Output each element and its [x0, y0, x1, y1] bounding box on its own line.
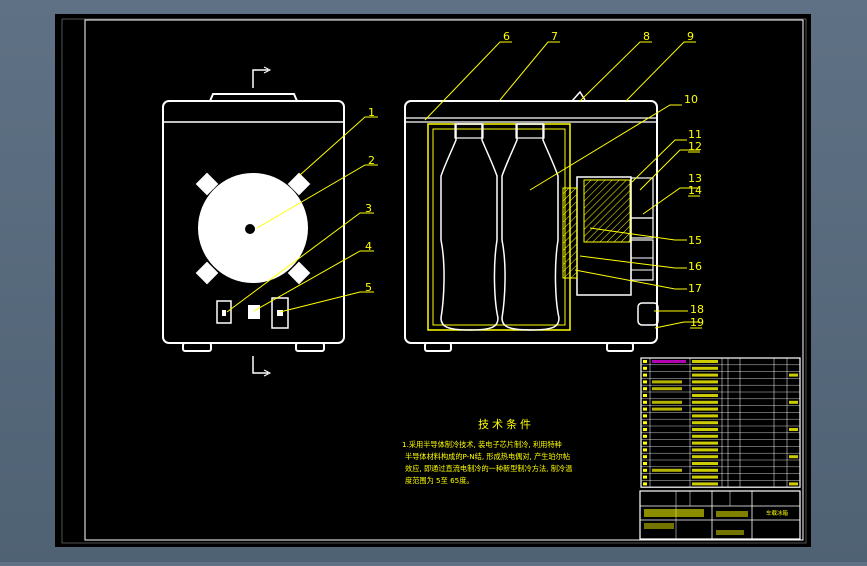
callout-3: 3: [365, 202, 372, 215]
callouts: 1 2 3 4 5 6 7 8 9 10 11 12 13 14 15 16 1…: [365, 30, 704, 329]
tech-note-line-3: 效应, 即通过直流电制冷的一种新型制冷方法, 制冷温: [405, 464, 572, 473]
callout-1: 1: [368, 106, 375, 119]
section-housing: [404, 100, 658, 344]
power-socket: [271, 297, 289, 329]
title-block: 车载冰箱: [639, 490, 801, 540]
callout-9: 9: [687, 30, 694, 43]
tech-note-line-1: 1.采用半导体制冷技术, 装电子芯片制冷, 利用特种: [402, 440, 562, 449]
callout-11: 11: [688, 128, 702, 141]
fan-hub: [245, 224, 255, 234]
callout-6: 6: [503, 30, 510, 43]
front-housing: [162, 100, 345, 344]
callout-18: 18: [690, 303, 704, 316]
callout-17: 17: [688, 282, 702, 295]
callout-13: 13: [688, 172, 702, 185]
callout-8: 8: [643, 30, 650, 43]
power-switch: [216, 300, 232, 324]
callout-10: 10: [684, 93, 698, 106]
indicator-light: [248, 305, 260, 319]
dc-plug: [637, 302, 659, 326]
leader-lines: [226, 41, 700, 329]
technical-notes: 技术条件 1.采用半导体制冷技术, 装电子芯片制冷, 利用特种 半导体材料构成的…: [402, 417, 572, 485]
callout-2: 2: [368, 154, 375, 167]
parts-list: [640, 357, 801, 488]
callout-7: 7: [551, 30, 558, 43]
outer-frame: [61, 18, 807, 544]
drawing-frame: [84, 19, 804, 541]
bottle-left: [440, 123, 499, 331]
front-foot-right: [295, 342, 325, 352]
callout-5: 5: [365, 281, 372, 294]
callout-16: 16: [688, 260, 702, 273]
callout-12: 12: [688, 140, 702, 153]
callout-15: 15: [688, 234, 702, 247]
front-handle: [209, 93, 298, 102]
section-view: [404, 90, 659, 352]
drawing-name: 车载冰箱: [766, 509, 789, 517]
bottle-right: [501, 123, 560, 331]
callout-14: 14: [688, 184, 702, 197]
section-marks: [252, 66, 272, 377]
callout-underlines: [688, 151, 702, 329]
callout-19: 19: [690, 316, 704, 329]
tech-note-line-4: 度范围为 5至 65度。: [405, 476, 474, 485]
tech-notes-title: 技术条件: [478, 417, 534, 431]
front-foot-left: [182, 342, 212, 352]
tech-note-line-2: 半导体材料构成的P-N结, 形成热电偶对, 产生珀尔帖: [405, 452, 570, 461]
callout-4: 4: [365, 240, 372, 253]
fan-cover: [583, 179, 631, 243]
peltier-module: [562, 187, 578, 279]
